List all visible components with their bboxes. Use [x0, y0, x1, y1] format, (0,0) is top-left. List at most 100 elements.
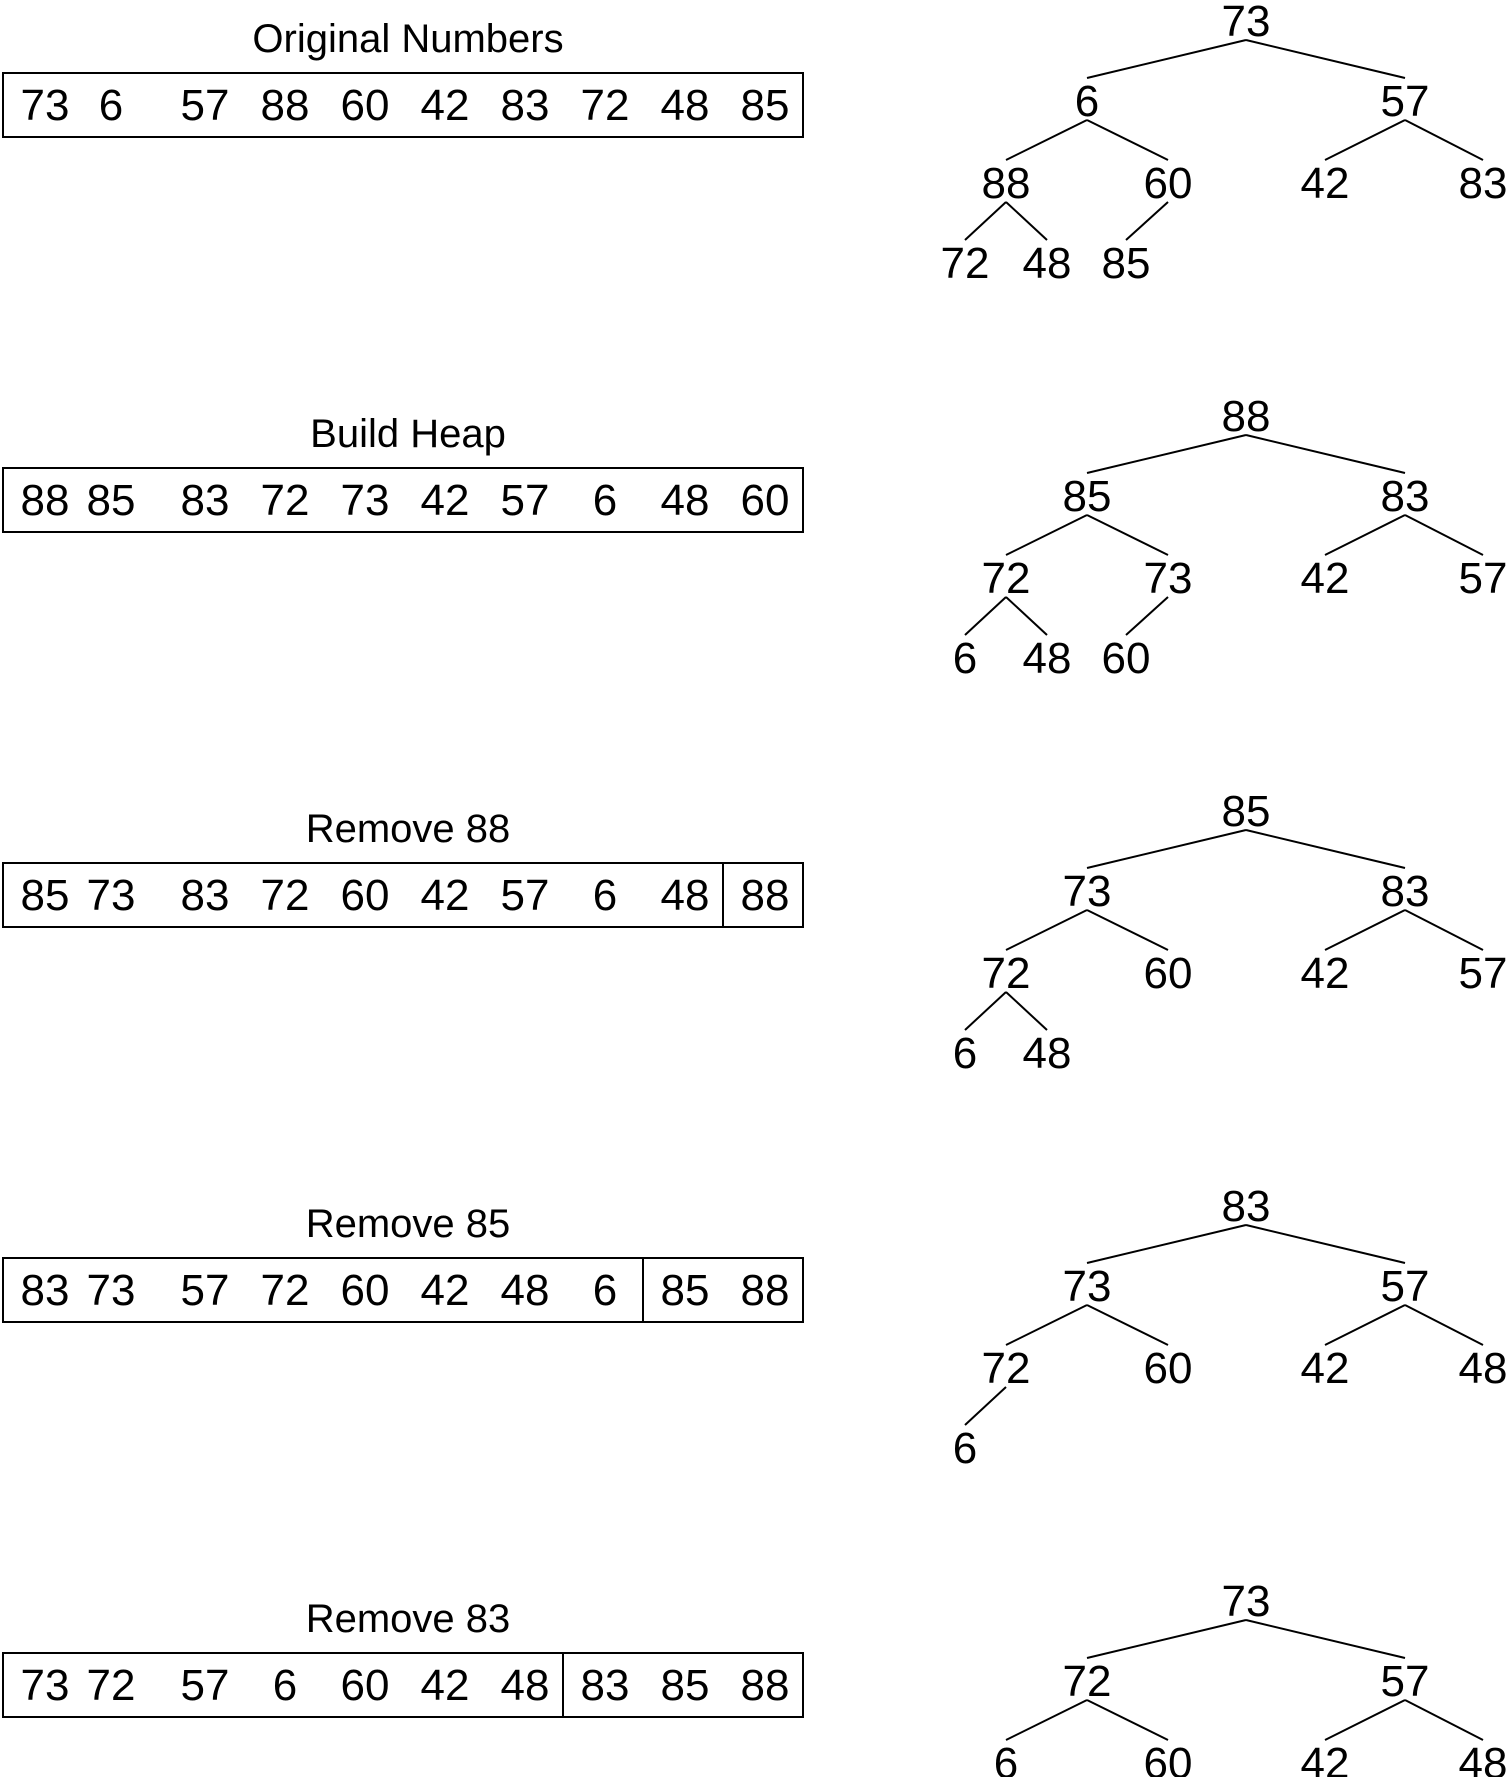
tree-node: 88 [1222, 392, 1271, 441]
array-box [2, 1652, 804, 1718]
tree-edge [1324, 1699, 1406, 1741]
step-title: Original Numbers [252, 17, 563, 61]
tree-node: 85 [1063, 472, 1112, 521]
tree-edge [964, 201, 1007, 241]
tree-node: 72 [982, 1344, 1031, 1393]
array-cell: 60 [341, 81, 390, 130]
array-cell: 72 [261, 871, 310, 920]
tree-node: 83 [1381, 867, 1430, 916]
tree-node: 83 [1381, 472, 1430, 521]
array-cell: 88 [741, 1661, 790, 1710]
tree-edge [964, 596, 1007, 636]
array-cell: 48 [661, 871, 710, 920]
array-cell: 85 [741, 81, 790, 130]
tree-node: 48 [1459, 1344, 1508, 1393]
tree-node: 6 [953, 634, 977, 683]
tree-node: 73 [1063, 867, 1112, 916]
array-cell: 85 [87, 476, 136, 525]
tree-node: 60 [1144, 1739, 1193, 1777]
tree-node: 83 [1459, 159, 1508, 208]
tree-edge [1324, 909, 1406, 951]
tree-edge [1005, 514, 1088, 556]
tree-node: 83 [1222, 1182, 1271, 1231]
tree-node: 60 [1144, 1344, 1193, 1393]
array-cell: 42 [421, 871, 470, 920]
tree-edge [1404, 909, 1484, 951]
array-cell: 83 [181, 871, 230, 920]
tree-edge [1005, 909, 1088, 951]
array-cell: 6 [593, 1266, 617, 1315]
array-cell: 73 [21, 1661, 70, 1710]
array-cell: 6 [273, 1661, 297, 1710]
tree-edge [1324, 514, 1406, 556]
array-cell: 42 [421, 476, 470, 525]
tree-edge [1404, 119, 1484, 161]
array-cell: 60 [741, 476, 790, 525]
tree-edge [1324, 119, 1406, 161]
tree-node: 73 [1222, 1577, 1271, 1626]
tree-node: 57 [1459, 949, 1508, 998]
tree-edge [1086, 39, 1247, 79]
tree-edge [1005, 991, 1048, 1031]
tree-edge [1086, 514, 1169, 556]
tree-node: 57 [1381, 77, 1430, 126]
tree-node: 85 [1102, 239, 1151, 288]
tree-edge [1245, 434, 1406, 474]
array-cell: 60 [341, 1661, 390, 1710]
array-cell: 42 [421, 1661, 470, 1710]
tree-node: 73 [1144, 554, 1193, 603]
tree-node: 60 [1144, 949, 1193, 998]
array-cell: 57 [181, 81, 230, 130]
tree-edge [1404, 514, 1484, 556]
tree-node: 48 [1023, 239, 1072, 288]
tree-node: 6 [953, 1029, 977, 1078]
array-cell: 72 [261, 476, 310, 525]
tree-node: 57 [1381, 1657, 1430, 1706]
tree-node: 57 [1459, 554, 1508, 603]
step-title: Remove 85 [306, 1202, 511, 1246]
tree-edge [1086, 1619, 1247, 1659]
tree-node: 6 [1075, 77, 1099, 126]
array-cell: 48 [501, 1661, 550, 1710]
array-cell: 42 [421, 1266, 470, 1315]
array-cell: 57 [501, 871, 550, 920]
tree-node: 42 [1301, 949, 1350, 998]
tree-edge [1125, 596, 1169, 636]
tree-node: 42 [1301, 554, 1350, 603]
tree-node: 6 [953, 1424, 977, 1473]
array-cell: 73 [21, 81, 70, 130]
tree-node: 72 [941, 239, 990, 288]
array-cell: 60 [341, 1266, 390, 1315]
tree-edge [1404, 1699, 1484, 1741]
array-cell: 6 [593, 871, 617, 920]
array-cell: 6 [99, 81, 123, 130]
tree-node: 57 [1381, 1262, 1430, 1311]
tree-node: 72 [982, 554, 1031, 603]
tree-node: 48 [1023, 634, 1072, 683]
array-cell: 83 [21, 1266, 70, 1315]
array-cell: 6 [593, 476, 617, 525]
tree-edge [1086, 1304, 1169, 1346]
tree-edge [1245, 39, 1406, 79]
tree-edge [1404, 1304, 1484, 1346]
tree-edge [1005, 119, 1088, 161]
array-cell: 57 [181, 1661, 230, 1710]
tree-node: 72 [1063, 1657, 1112, 1706]
tree-edge [1125, 201, 1169, 241]
array-cell: 48 [501, 1266, 550, 1315]
array-box [2, 467, 804, 533]
tree-node: 72 [982, 949, 1031, 998]
array-box [2, 72, 804, 138]
array-cell: 85 [21, 871, 70, 920]
array-cell: 85 [661, 1266, 710, 1315]
array-cell: 85 [661, 1661, 710, 1710]
tree-edge [1086, 434, 1247, 474]
tree-edge [1245, 1224, 1406, 1264]
array-cell: 57 [501, 476, 550, 525]
tree-edge [1005, 1699, 1088, 1741]
